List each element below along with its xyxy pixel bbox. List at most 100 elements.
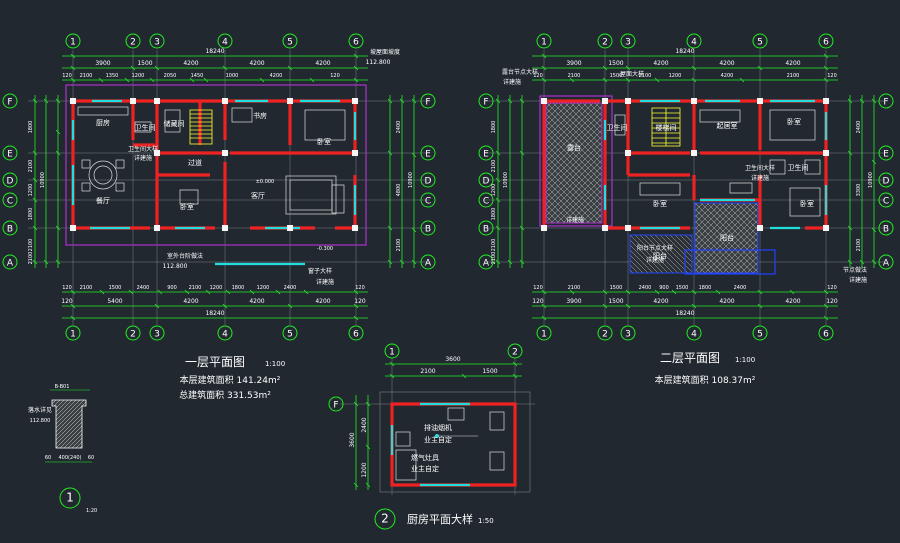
axis-bottom-circle [149,325,165,341]
axis-right-label: D [883,177,890,187]
kitchen-axis-circle [507,343,523,359]
dim-bottom-fine: 2100 [80,285,93,291]
kd-note3: 燃气灶具 [411,453,439,462]
note-balcony-detail: 阳台节点大样 [637,244,673,252]
dim-top: 1500 [608,60,623,67]
axis-right-circle [420,192,436,208]
axis-right-label: C [425,197,431,207]
dim-top: 4200 [653,60,668,67]
room-bedroom_c: 卧室 [800,199,814,208]
axis-left-circle [2,145,18,161]
axis-top-circle [217,33,233,49]
room-storage: 储藏间 [164,119,185,128]
dim-bottom: 4200 [315,298,330,305]
axis-right-circle [420,145,436,161]
dim-bottom-fine: 2100 [189,285,202,291]
dim-left: 1800 [491,121,497,134]
axis-bottom-label: 5 [287,330,293,340]
axis-bottom-label: 5 [757,330,763,340]
room-bedroom1: 卧室 [317,137,331,146]
kitchen-detail-plan [340,358,535,495]
dim-bottom-fine: 900 [167,285,177,291]
dim-bottom: 1500 [608,298,623,305]
dim-total-bottom: 18240 [675,310,694,317]
dim-total: 18240 [675,48,694,55]
dim-left: 1800 [28,121,34,134]
dim-bottom-fine: 900 [659,285,669,291]
axis-bottom-label: 4 [691,330,697,340]
stair-2f [651,107,681,147]
axis-top-circle [149,33,165,49]
axis-top-circle [282,33,298,49]
kitchen-title-num-label: 2 [381,512,389,526]
axis-left-label: A [483,259,490,269]
axis-bottom-label: 1 [541,330,547,340]
room-hall: 过道 [188,158,202,167]
axis-top-circle [65,33,81,49]
axis-left-label: B [7,225,13,235]
axis-right-circle [878,254,894,270]
axis-left-label: D [483,177,490,187]
axis-left-label: F [7,98,12,108]
first-floor-plan [28,50,430,325]
dim-right: 2400 [396,121,402,134]
plan-scale-1f: 1:100 [265,360,285,368]
area-line-1: 本层建筑面积 141.24m² [180,374,281,386]
dim-bottom-fine: 120 [355,285,365,291]
axis-bottom-circle [686,325,702,341]
axis-top-label: 6 [353,38,359,48]
axis-right-label: E [425,150,431,160]
axis-right-label: D [425,177,432,187]
dim-bottom-fine: 120 [533,285,543,291]
room-living2: 起居室 [717,121,738,130]
note-outdoor-elev: 112.800 [163,263,188,270]
dim-right: 2400 [856,121,862,134]
dim-top-fine: 1450 [191,73,204,79]
dim-right: 4800 [396,184,402,197]
note-roof-detail: 屋面大样 [620,70,644,78]
dim-bottom: 120 [532,298,544,305]
dim-left: 2100 [491,252,497,265]
dim-bottom: 120 [826,298,838,305]
dim-left: 1200 [491,184,497,197]
axis-right-label: F [425,98,430,108]
dim-bottom: 120 [354,298,366,305]
axis-right-circle [420,254,436,270]
kd-note4: 业主自定 [411,464,439,473]
axis-left-circle [478,192,494,208]
axis-right-label: B [883,225,889,235]
dim-top: 4200 [183,60,198,67]
dim-bottom-fine: 2400 [137,285,150,291]
kitchen-axis-side-label: F [333,401,338,411]
note-see-detail: 详建施 [134,154,152,162]
dim-bottom-fine: 1500 [610,285,623,291]
axis-bottom-label: 6 [353,330,359,340]
room-kitchen: 厨房 [96,118,110,127]
second-floor-plan [485,50,885,325]
axis-bottom-circle [282,325,298,341]
axis-top-circle [348,33,364,49]
axis-top-label: 4 [691,38,697,48]
balcony2-hatch [629,234,693,274]
axis-bottom-circle [536,325,552,341]
axis-top-label: 5 [287,38,293,48]
axis-left-label: C [7,197,13,207]
dim-left: 2100 [28,252,34,265]
dim-top-fine: 120 [62,73,72,79]
axis-bottom-circle [348,325,364,341]
plan-scale-2f: 1:100 [735,356,755,364]
dim-top-fine: 1500 [610,73,623,79]
balcony-hatch [694,202,759,274]
axis-left-label: E [483,150,489,160]
axis-right-circle [420,172,436,188]
dim-right: 2100 [396,239,402,252]
axis-right-label: E [883,150,889,160]
axis-left-circle [2,93,18,109]
axis-left-label: B [483,225,489,235]
axis-bottom-circle [125,325,141,341]
axis-top-label: 1 [70,38,76,48]
dim-bottom-fine: 2100 [568,285,581,291]
col-label1: B-B01 [55,384,70,390]
axis-bottom-circle [752,325,768,341]
